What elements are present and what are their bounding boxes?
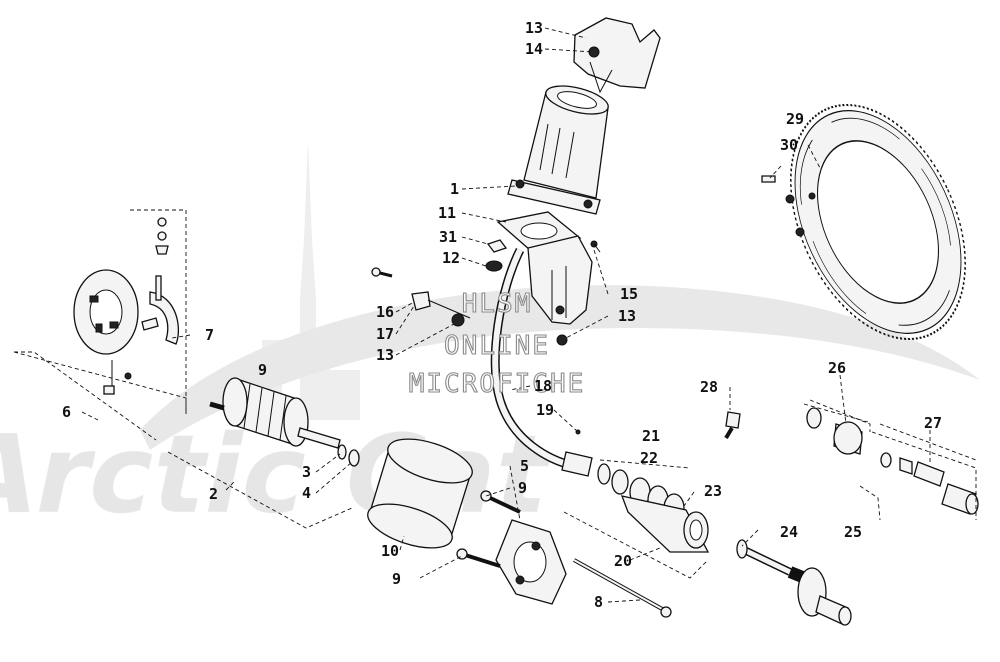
bracket (573, 17, 661, 94)
watermark-line-3: MICROFICHE (409, 369, 586, 399)
callout-17: 17 (376, 325, 394, 343)
callout-3: 3 (302, 463, 311, 481)
pinion-clutch (806, 407, 979, 515)
assembly-group-lines (13, 209, 977, 579)
callout-13-left: 13 (376, 346, 394, 364)
end-cover (456, 490, 567, 605)
callout-11: 11 (438, 204, 456, 222)
callout-4: 4 (302, 484, 311, 502)
callout-2: 2 (209, 485, 218, 503)
callout-22: 22 (640, 449, 658, 467)
callout-28: 28 (700, 378, 718, 396)
callout-29: 29 (786, 110, 804, 128)
callout-27: 27 (924, 414, 942, 432)
callout-6: 6 (62, 403, 71, 421)
callout-15: 15 (620, 285, 638, 303)
armature-washers (337, 444, 360, 467)
callout-9c: 9 (258, 361, 267, 379)
motor-yoke (367, 438, 473, 549)
callout-8: 8 (594, 593, 603, 611)
gasket-and-adapter (496, 211, 601, 325)
callout-31: 31 (439, 228, 457, 246)
callout-19: 19 (536, 401, 554, 419)
callout-24: 24 (780, 523, 798, 541)
callout-7: 7 (205, 326, 214, 344)
armature (209, 377, 341, 449)
callout-5: 5 (520, 457, 529, 475)
callout-1: 1 (450, 180, 459, 198)
callout-26: 26 (828, 359, 846, 377)
callout-13-right: 13 (618, 307, 636, 325)
callout-16: 16 (376, 303, 394, 321)
nuts (485, 239, 508, 272)
callout-23: 23 (704, 482, 722, 500)
starter-cable (490, 247, 593, 477)
callout-10: 10 (381, 542, 399, 560)
callout-9a: 9 (518, 479, 527, 497)
callout-30: 30 (780, 136, 798, 154)
callout-21: 21 (642, 427, 660, 445)
callout-20: 20 (614, 552, 632, 570)
ring-gear (761, 103, 966, 341)
callout-25: 25 (844, 523, 862, 541)
callout-9b: 9 (392, 570, 401, 588)
callout-18: 18 (534, 377, 552, 395)
terminal-parts (371, 267, 568, 346)
watermark-line-1: HLSM (462, 289, 533, 319)
pinion-housing (597, 463, 710, 553)
watermark-text: HLSM ONLINE MICROFICHE (408, 288, 586, 399)
watermark-line-2: ONLINE (444, 331, 550, 361)
callout-labels: 1 2 3 4 5 6 7 8 9 9 9 10 11 12 13 13 13 … (62, 19, 942, 611)
brush-holder (73, 217, 180, 395)
mounting-bolt (724, 411, 741, 440)
callout-14: 14 (525, 40, 543, 58)
drive-shaft (736, 539, 852, 626)
starter-housing (507, 85, 609, 215)
through-bolt (573, 558, 672, 618)
callout-12: 12 (442, 249, 460, 267)
callout-13-top: 13 (525, 19, 543, 37)
